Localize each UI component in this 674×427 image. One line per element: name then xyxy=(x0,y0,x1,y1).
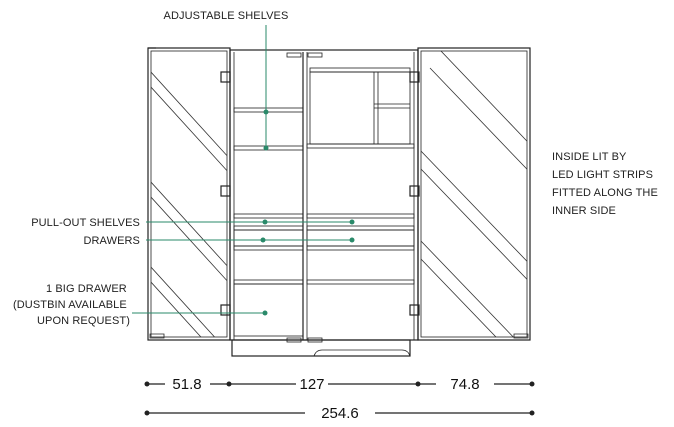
dim-right: 74.8 xyxy=(450,376,479,393)
right-column-shelves xyxy=(306,67,415,285)
callout-drawers: DRAWERS xyxy=(83,235,355,247)
dimension-row-total: 254.6 xyxy=(144,405,535,422)
dimension-row-sections: 51.8 127 74.8 xyxy=(144,376,535,393)
label-inside-lit: INSIDE LIT BY LED LIGHT STRIPS FITTED AL… xyxy=(552,151,661,217)
callout-pull-out-shelves: PULL-OUT SHELVES xyxy=(31,217,355,229)
label-drawers: DRAWERS xyxy=(83,235,140,247)
label-adjustable-shelves: ADJUSTABLE SHELVES xyxy=(164,10,289,22)
callout-big-drawer: 1 BIG DRAWER (DUSTBIN AVAILABLE UPON REQ… xyxy=(13,283,268,327)
dim-center: 127 xyxy=(299,376,324,393)
right-glass-door xyxy=(417,47,531,341)
dim-left: 51.8 xyxy=(172,376,201,393)
cabinet-body xyxy=(229,49,419,357)
left-glass-door xyxy=(147,47,231,341)
dim-total: 254.6 xyxy=(321,405,359,422)
callout-adjustable-shelves: ADJUSTABLE SHELVES xyxy=(164,10,289,151)
label-pull-out-shelves: PULL-OUT SHELVES xyxy=(31,217,140,229)
label-big-drawer: 1 BIG DRAWER (DUSTBIN AVAILABLE UPON REQ… xyxy=(13,283,130,327)
hinges xyxy=(220,71,420,316)
left-column-shelves xyxy=(233,107,304,337)
